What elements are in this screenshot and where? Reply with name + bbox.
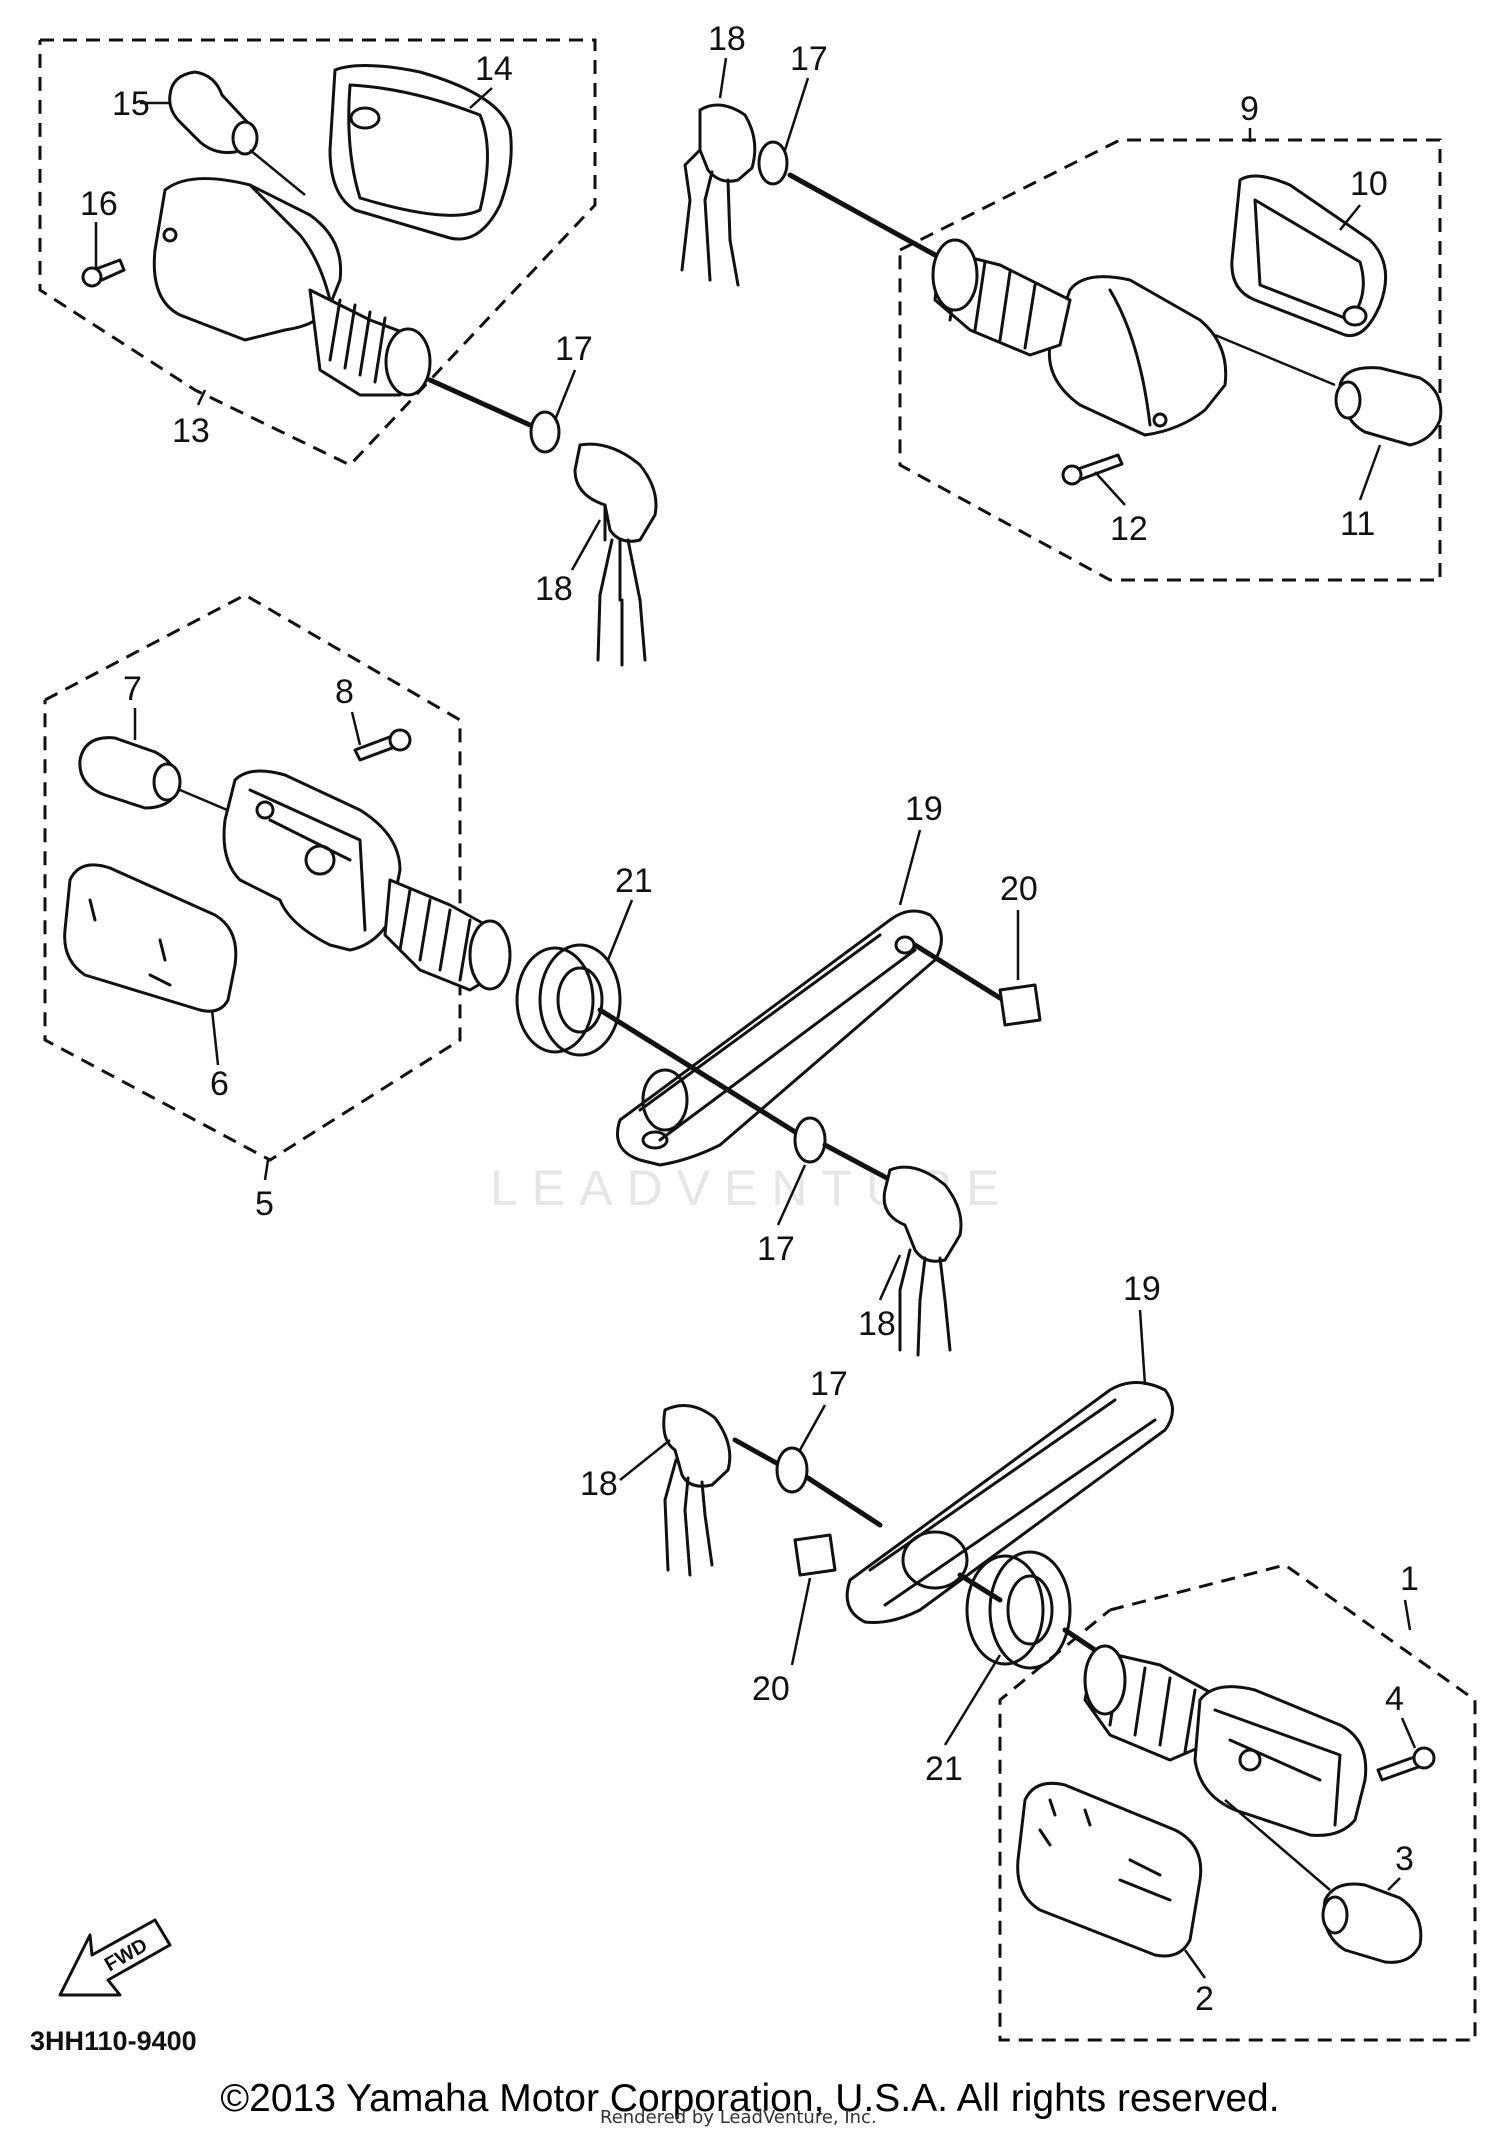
group-5-boundary [43,593,462,1162]
group-9-boundary [898,138,1442,582]
callout-19-b: 19 [1123,1270,1161,1308]
callout-14: 14 [475,50,513,88]
group-1-boundary [998,1563,1477,2042]
callout-21-a: 21 [615,862,653,900]
fwd-arrow-icon: FWD [58,1918,172,1997]
callout-17-a: 17 [555,330,593,368]
callout-20-b: 20 [752,1670,790,1708]
copyright-notice: ©2013 Yamaha Motor Corporation, U.S.A. A… [220,2077,1280,2120]
callout-18-a: 18 [535,570,573,608]
callout-3: 3 [1395,1840,1414,1878]
bracket-assembly-upper: 21 19 20 17 18 [515,790,1042,1357]
group-13-boundary [38,38,597,467]
callout-5: 5 [255,1185,274,1223]
callout-13: 13 [172,412,210,450]
callout-17-c: 17 [757,1230,795,1268]
callout-6: 6 [210,1065,229,1103]
turn-signal-assembly-5: 7 8 6 5 [43,593,512,1223]
callout-4: 4 [1385,1680,1404,1718]
turn-signal-assembly-1: 1 4 3 2 [998,1560,1477,2042]
callout-17-d: 17 [810,1365,848,1403]
part-code: 3HH110-9400 [30,2026,197,2056]
callout-1: 1 [1400,1560,1419,1598]
callout-16: 16 [80,185,118,223]
callout-19-a: 19 [905,790,943,828]
callout-11: 11 [1340,505,1375,543]
rendered-by-notice: Rendered by LeadVenture, Inc. [600,2107,877,2128]
callout-7: 7 [123,670,142,708]
callout-20-a: 20 [1000,870,1038,908]
turn-signal-assembly-9: 18 17 9 10 11 12 [680,20,1443,582]
callout-12: 12 [1110,510,1148,548]
callout-18-c: 18 [858,1305,896,1343]
turn-signal-assembly-13: 15 14 16 13 17 18 [38,38,658,667]
callout-9: 9 [1240,90,1259,128]
callout-18-d: 18 [580,1465,618,1503]
callout-18-b: 18 [708,20,746,58]
bracket-assembly-lower: 17 19 18 20 21 [580,1270,1174,1788]
callout-17-b: 17 [790,40,828,78]
callout-10: 10 [1350,165,1388,203]
callout-8: 8 [335,673,354,711]
callout-2: 2 [1195,1980,1214,2018]
callout-21-b: 21 [925,1750,963,1788]
